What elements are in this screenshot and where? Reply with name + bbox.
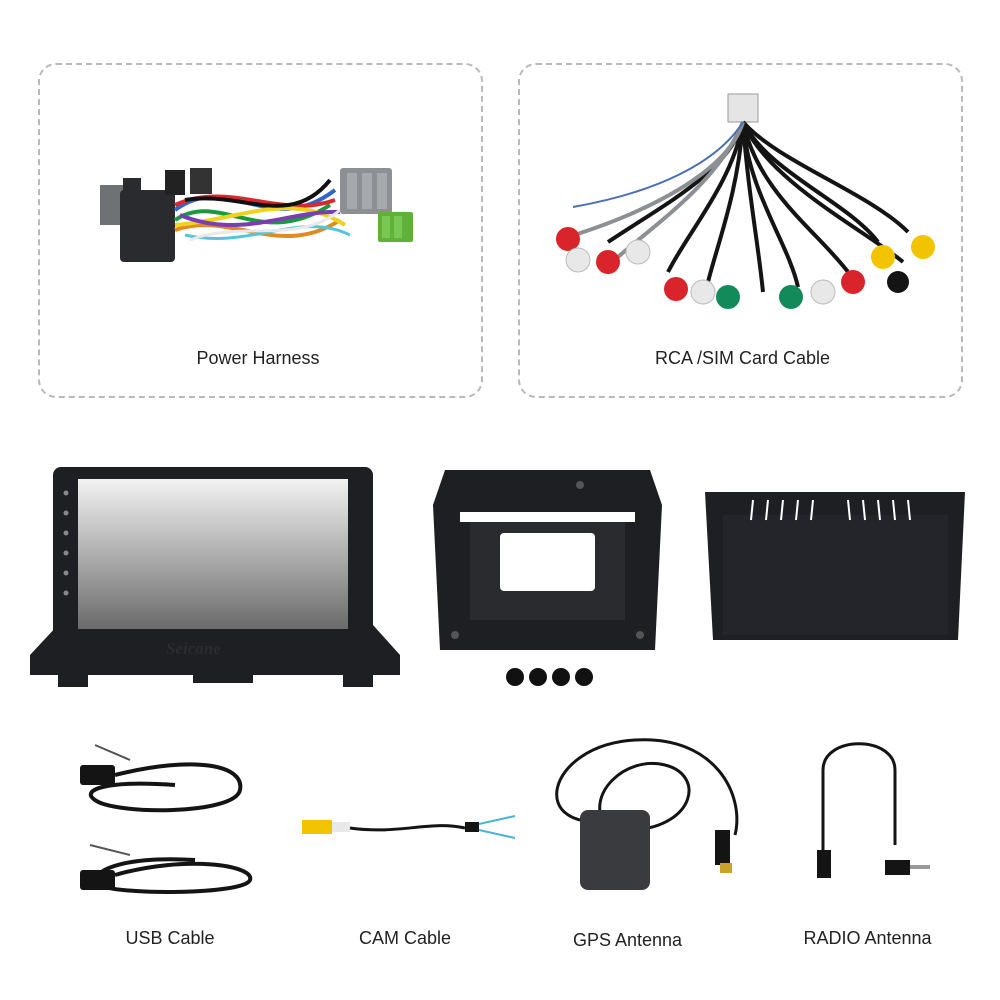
cam-cable-image bbox=[302, 815, 516, 839]
power-harness-image bbox=[100, 168, 413, 262]
brand-logo: Seicane bbox=[166, 639, 221, 658]
radio-head-unit-image: Seicane bbox=[30, 467, 400, 687]
rca-cable-card bbox=[518, 63, 963, 398]
power-harness-card bbox=[38, 63, 483, 398]
mounting-frame-image bbox=[433, 470, 662, 686]
rca-sim-cable-image bbox=[556, 93, 935, 309]
rca-sim-cable-label: RCA /SIM Card Cable bbox=[654, 348, 831, 368]
cam-cable-label: CAM Cable bbox=[358, 928, 452, 948]
radio-antenna-image bbox=[817, 742, 930, 878]
gps-antenna-label: GPS Antenna bbox=[572, 930, 683, 950]
usb-cable-label: USB Cable bbox=[125, 928, 215, 948]
power-harness-label: Power Harness bbox=[196, 348, 320, 368]
usb-cable-image bbox=[80, 744, 253, 894]
radio-antenna-label: RADIO Antenna bbox=[803, 928, 932, 948]
back-frame-image bbox=[705, 492, 965, 640]
gps-antenna-image bbox=[555, 738, 739, 890]
